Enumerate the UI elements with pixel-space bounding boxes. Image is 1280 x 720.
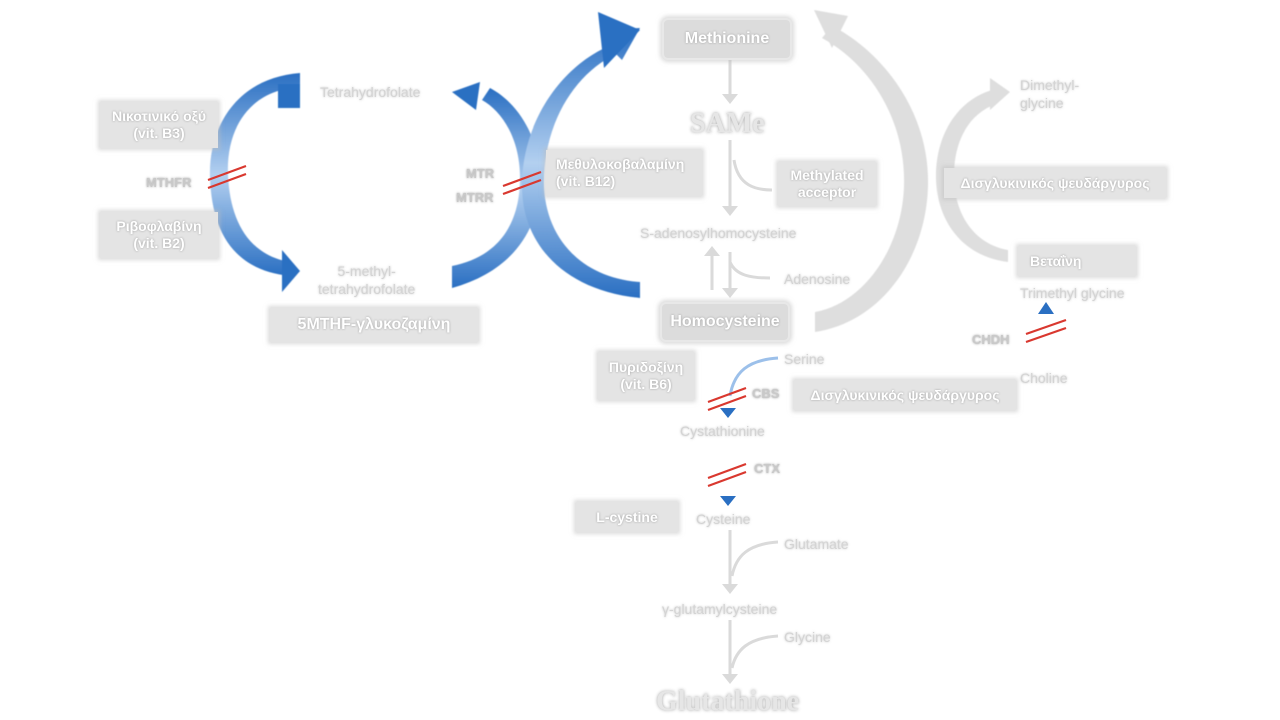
l-cystine-label: L-cystine bbox=[596, 508, 658, 525]
niacin-line2: (vit. B3) bbox=[133, 125, 185, 141]
niacin-box: Νικοτινικό οξύ (vit. B3) bbox=[100, 102, 218, 148]
sah-label: S-adenosylhomocysteine bbox=[640, 225, 797, 241]
folate-cycle-arrows bbox=[209, 12, 640, 298]
inhibition-markers bbox=[207, 164, 1067, 488]
dimethylglycine-label: Dimethyl- glycine bbox=[1020, 76, 1079, 112]
dimethylglycine-line2: glycine bbox=[1020, 95, 1064, 112]
same-label: SAMe bbox=[690, 108, 765, 139]
methylcobalamin-line1: Μεθυλοκοβαλαμίνη bbox=[556, 156, 685, 173]
homocysteine-label: Homocysteine bbox=[670, 313, 780, 331]
enzyme-cbs: CBS bbox=[752, 386, 780, 401]
zinc-bisglycinate-top-box: Δισγλυκινικός ψευδάργυρος bbox=[944, 168, 1166, 198]
methionine-label: Methionine bbox=[684, 30, 770, 48]
methyl-thf-line2: tetrahydrofolate bbox=[318, 281, 416, 298]
enzyme-chdh: CHDH bbox=[972, 332, 1010, 347]
transsulfuration-arrows bbox=[720, 345, 779, 684]
choline-label: Choline bbox=[1020, 370, 1068, 386]
methylcobalamin-box: Μεθυλοκοβαλαμίνη (vit. B12) bbox=[546, 150, 702, 196]
cystathionine-label: Cystathionine bbox=[680, 423, 765, 439]
riboflavin-line2: (vit. B2) bbox=[133, 235, 185, 251]
betaine-cycle-arrows bbox=[814, 10, 1010, 332]
methylated-acceptor-box: Methylated acceptor bbox=[778, 162, 876, 206]
pyridoxine-line1: Πυριδοξίνη bbox=[608, 359, 684, 376]
mthf-glucosamine-box: 5MTHF-γλυκοζαμίνη bbox=[270, 308, 478, 342]
mthf-glucosamine-label: 5MTHF-γλυκοζαμίνη bbox=[297, 316, 451, 334]
choline-arrow bbox=[1038, 302, 1054, 366]
betaine-box: Βεταΐνη bbox=[1018, 246, 1136, 276]
adenosine-label: Adenosine bbox=[784, 271, 851, 287]
tetrahydrofolate-label: Tetrahydrofolate bbox=[320, 84, 421, 100]
l-cystine-box: L-cystine bbox=[576, 502, 678, 532]
zinc-bisglycinate-mid-box: Δισγλυκινικός ψευδάργυρος bbox=[794, 380, 1016, 410]
methylated-acceptor-line2: acceptor bbox=[797, 184, 857, 200]
enzyme-mtr: MTR bbox=[466, 166, 495, 181]
methionine-cycle-arrows bbox=[704, 60, 773, 298]
zinc-bisglycinate-top-label: Δισγλυκινικός ψευδάργυρος bbox=[960, 174, 1150, 191]
niacin-line1: Νικοτινικό οξύ bbox=[111, 108, 207, 125]
methyl-thf-line1: 5-methyl- bbox=[337, 263, 396, 279]
serine-label: Serine bbox=[784, 351, 825, 367]
zinc-bisglycinate-mid-label: Δισγλυκινικός ψευδάργυρος bbox=[810, 386, 1000, 403]
enzyme-mthfr: MTHFR bbox=[146, 175, 192, 190]
gamma-glutamylcysteine-label: γ-glutamylcysteine bbox=[662, 601, 778, 617]
glutamate-label: Glutamate bbox=[784, 536, 849, 552]
trimethyl-glycine-label: Trimethyl glycine bbox=[1020, 285, 1125, 301]
pyridoxine-box: Πυριδοξίνη (vit. B6) bbox=[598, 352, 694, 400]
enzyme-ctx: CTX bbox=[754, 461, 780, 476]
riboflavin-box: Ριβοφλαβίνη (vit. B2) bbox=[100, 212, 218, 258]
glycine-label: Glycine bbox=[784, 629, 831, 645]
dimethylglycine-line1: Dimethyl- bbox=[1020, 77, 1080, 93]
homocysteine-box: Homocysteine bbox=[660, 302, 790, 342]
methylated-acceptor-line1: Methylated bbox=[790, 167, 864, 184]
cysteine-label: Cysteine bbox=[696, 511, 751, 527]
methyl-thf-label: 5-methyl- tetrahydrofolate bbox=[318, 262, 415, 298]
pyridoxine-line2: (vit. B6) bbox=[620, 376, 672, 392]
methionine-box: Methionine bbox=[662, 18, 792, 60]
betaine-label: Βεταΐνη bbox=[1030, 252, 1082, 269]
enzyme-mtrr: MTRR bbox=[456, 190, 494, 205]
glutathione-label: Glutathione bbox=[656, 686, 800, 717]
methylcobalamin-line2: (vit. B12) bbox=[556, 173, 616, 189]
riboflavin-line1: Ριβοφλαβίνη bbox=[116, 218, 202, 235]
